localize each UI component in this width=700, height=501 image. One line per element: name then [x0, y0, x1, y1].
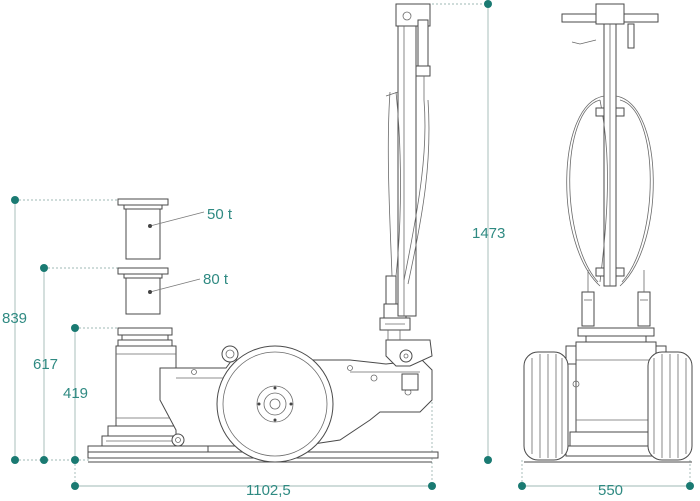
height-419-label: 419 [63, 385, 88, 402]
length-label: 1102,5 [246, 482, 291, 499]
capacity-80t-label: 80 t [203, 271, 229, 288]
height-839-label: 839 [2, 310, 27, 327]
dimension-lines [14, 3, 691, 487]
capacity-50t-label: 50 t [207, 206, 233, 223]
height-1473-label: 1473 [472, 225, 505, 242]
front-view-jack [523, 3, 693, 463]
dimension-dots [11, 0, 694, 490]
extension-50t [117, 198, 205, 260]
side-view-jack [87, 3, 439, 463]
extension-80t [117, 267, 201, 315]
width-label: 550 [598, 482, 623, 499]
height-617-label: 617 [33, 356, 58, 373]
